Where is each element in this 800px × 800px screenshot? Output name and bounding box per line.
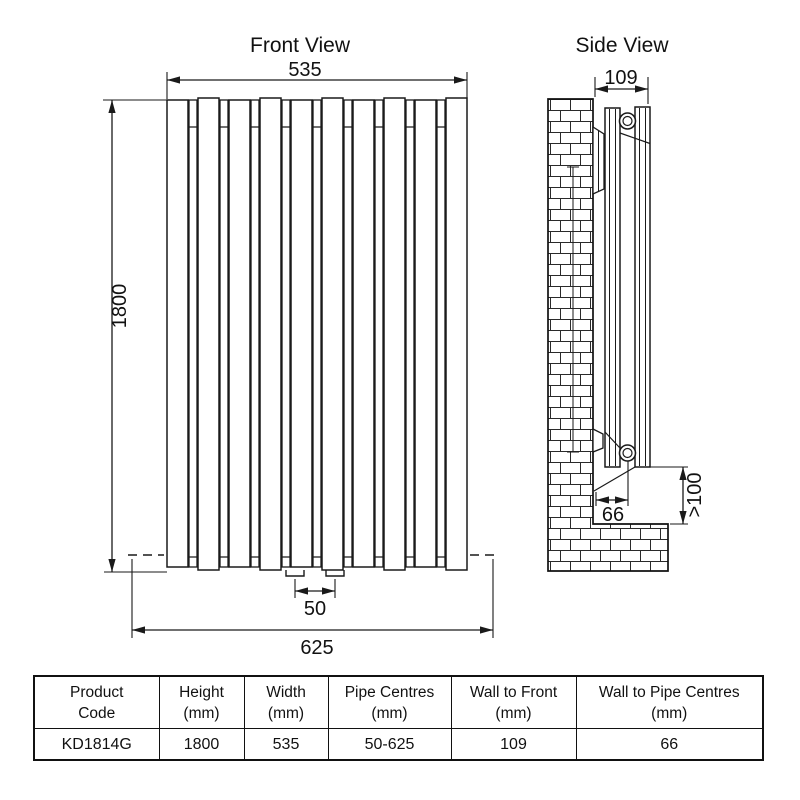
spec-table: Product Code Height (mm) Width (mm) Pipe… — [33, 675, 764, 761]
radiator-front-panels — [166, 97, 468, 571]
bottom-pipe-connector-inner — [622, 447, 633, 459]
rear-tube — [604, 107, 621, 468]
side-view-drawing: Side View 109 66 >1 — [547, 34, 706, 572]
front-view-title: Front View — [250, 34, 351, 57]
value-pipe-centres: 50-625 — [327, 728, 452, 761]
header-wall-to-pipe-centres: Wall to Pipe Centres (mm) — [575, 675, 764, 729]
width-dimension-label: 535 — [288, 59, 321, 81]
spec-table-header-row: Product Code Height (mm) Width (mm) Pipe… — [33, 675, 764, 729]
value-wall-to-front: 109 — [450, 728, 577, 761]
pipe-centres-extension-lines — [294, 579, 336, 598]
height-dimension-label: 1800 — [109, 284, 131, 329]
bottom-pipe-diagonal — [593, 466, 636, 492]
value-width: 535 — [243, 728, 329, 761]
wall-screw-line — [567, 166, 579, 453]
depth-dimension-label: 109 — [604, 67, 637, 89]
clearance-extension-lines — [650, 466, 688, 525]
brick-wall-and-floor — [547, 98, 669, 572]
bottom-wall-bracket — [592, 427, 604, 453]
width-extension-lines — [166, 72, 468, 99]
front-view-drawing: Front View 535 1800 — [103, 34, 497, 659]
value-wall-to-pipe-centres: 66 — [575, 728, 764, 761]
bottom-joint-diagonal-small — [604, 431, 620, 448]
side-view-title: Side View — [575, 34, 669, 57]
clearance-dimension-label: >100 — [684, 472, 706, 517]
header-width: Width (mm) — [243, 675, 329, 729]
overall-span-dimension-label: 625 — [300, 637, 333, 659]
value-product-code: KD1814G — [33, 728, 160, 761]
wall-to-pipe-dimension-label: 66 — [602, 504, 624, 526]
overall-span-extension-lines — [131, 559, 494, 638]
radiator-rear-tubes — [188, 99, 446, 568]
radiator-side-tubes — [604, 106, 651, 468]
header-product-code: Product Code — [33, 675, 160, 729]
header-wall-to-front: Wall to Front (mm) — [450, 675, 577, 729]
depth-extension-lines — [594, 77, 649, 104]
spec-table-value-row: KD1814G 1800 535 50-625 109 66 — [33, 728, 764, 761]
pipe-stubs — [285, 570, 345, 577]
value-height: 1800 — [158, 728, 245, 761]
header-height: Height (mm) — [158, 675, 245, 729]
technical-drawing: Front View 535 1800 — [103, 34, 706, 659]
top-pipe-connector-inner — [622, 115, 633, 127]
pipe-centres-dimension-label: 50 — [304, 598, 326, 620]
header-pipe-centres: Pipe Centres (mm) — [327, 675, 452, 729]
top-joint-diagonal — [619, 132, 651, 145]
front-tube — [634, 106, 651, 468]
